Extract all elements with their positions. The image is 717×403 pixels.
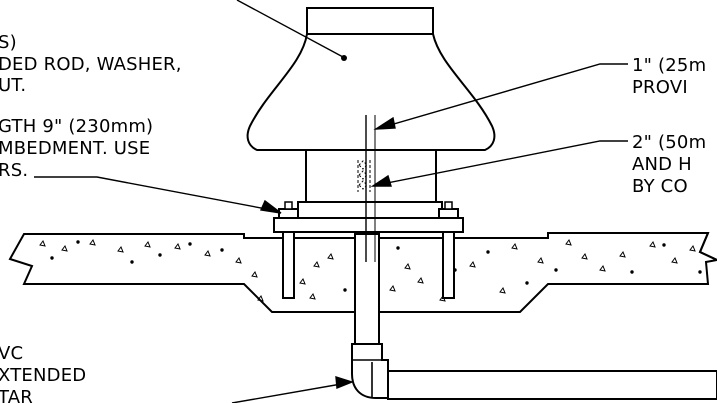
callout-pvc-line1: VC [0,343,23,364]
leader-lines [34,0,628,403]
callout-rod: 1" (25m PROVI [632,55,706,98]
callout-anchor-bolts: S) DED ROD, WASHER, UT. GTH 9" (230mm) M… [0,32,182,181]
anchor-bolt-right [438,201,459,299]
callout-rod-line1: 1" (25m [632,55,706,76]
callout-rod-line2: PROVI [632,77,688,98]
mounting-plate [273,217,464,233]
callout-anchor-line2: DED ROD, WASHER, [0,54,182,75]
concrete-aggregate [39,238,702,302]
callout-pipe-line2: AND H [632,154,692,175]
callout-anchor-line1: S) [0,32,17,53]
fan-top-collar [306,7,434,35]
pvc-elbow [351,343,389,399]
callout-anchor-line6: RS. [0,160,28,181]
callout-anchor-line5: MBEDMENT. USE [0,138,150,159]
vertical-pipe-assembly [351,115,717,400]
callout-anchor-line4: GTH 9" (230mm) [0,116,153,137]
fan-bell-housing [246,33,496,151]
fan-assembly [246,7,496,233]
anchor-bolt-left [278,201,299,299]
callout-pvc: VC XTENDED TAR [0,343,86,403]
callout-pvc-line2: XTENDED [0,365,86,386]
callout-pipe-line3: BY CO [632,176,688,197]
fan-base [297,201,443,219]
callout-pipe-line1: 2" (50m [632,132,706,153]
callout-anchor-line3: UT. [0,75,26,96]
callout-pipe: 2" (50m AND H BY CO [632,132,706,197]
concrete-slab [8,232,717,313]
horizontal-pvc-pipe [387,370,717,400]
callout-pvc-line3: TAR [0,387,33,403]
